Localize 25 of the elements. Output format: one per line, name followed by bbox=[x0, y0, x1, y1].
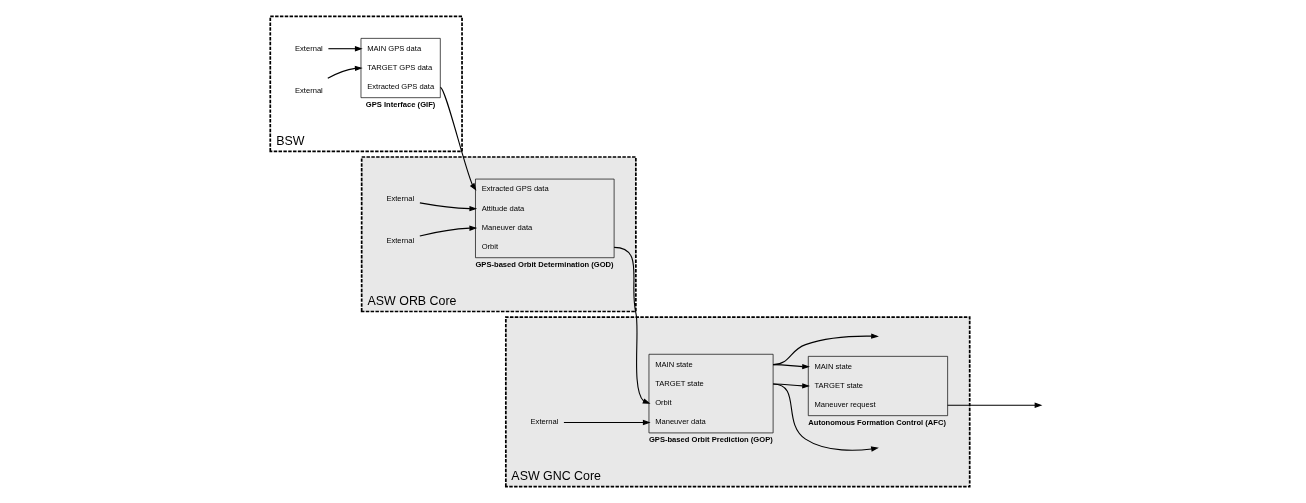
arrow bbox=[772, 333, 879, 366]
node-label: Autonomous Formation Control (AFC) bbox=[808, 418, 946, 428]
arrow bbox=[439, 86, 477, 191]
node-box: MAIN state TARGET state Orbit Maneuver data bbox=[648, 353, 774, 434]
arrow bbox=[772, 363, 810, 370]
arrow bbox=[563, 419, 651, 426]
arrow bbox=[613, 246, 651, 404]
arrow bbox=[327, 65, 363, 79]
node-text: External bbox=[530, 417, 559, 427]
node-text: External bbox=[295, 85, 323, 95]
node-box: Extracted GPS data Attitude data Maneuver data Orbit bbox=[475, 178, 615, 259]
arrow bbox=[772, 383, 810, 389]
node-box: MAIN GPS data TARGET GPS data Extracted GPS data bbox=[360, 38, 441, 99]
arrow bbox=[327, 46, 363, 52]
node-text: External bbox=[386, 194, 415, 204]
arrow bbox=[419, 225, 478, 237]
arrow bbox=[772, 383, 879, 452]
node-label: GPS-based Orbit Determination (GOD) bbox=[475, 260, 614, 270]
node-box: MAIN state TARGET state Maneuver request bbox=[807, 356, 948, 416]
node-label: GPS-based Orbit Prediction (GOP) bbox=[648, 435, 773, 445]
arrow bbox=[419, 202, 478, 212]
node-text: External bbox=[295, 43, 323, 53]
node-label: GPS Interface (GIF) bbox=[365, 100, 436, 110]
arrow bbox=[947, 402, 1043, 409]
node-text: External bbox=[386, 236, 415, 246]
